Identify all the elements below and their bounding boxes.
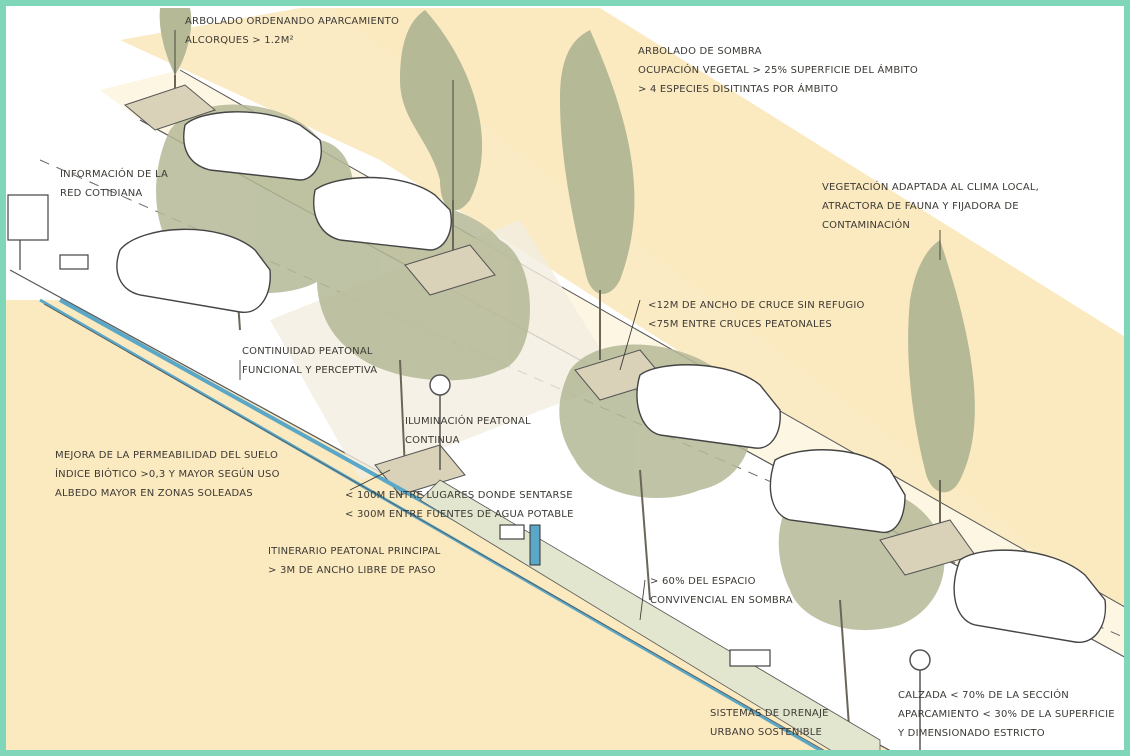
annotation-line: Mejora de la permeabilidad del suelo — [55, 446, 280, 465]
annotation-line: > 3m de ancho libre de paso — [268, 561, 441, 580]
annotation-line: continua — [405, 431, 531, 450]
annotation-line: Sistemas de Drenaje — [710, 704, 829, 723]
annotation-permeabilidad: Mejora de la permeabilidad del suelo Índ… — [55, 446, 280, 503]
annotation-line: Red cotidiana — [60, 184, 168, 203]
water-fountain — [530, 525, 540, 565]
annotation-line: < 100m entre lugares donde sentarse — [345, 486, 574, 505]
annotation-itinerario: Itinerario peatonal principal > 3m de an… — [268, 542, 441, 580]
annotation-line: Vegetación adaptada al clima local, — [822, 178, 1039, 197]
annotation-cruce: <12m de ancho de cruce sin refugio <75m … — [648, 296, 865, 334]
annotation-drenaje: Sistemas de Drenaje Urbano Sostenible — [710, 704, 829, 742]
annotation-sentarse: < 100m entre lugares donde sentarse < 30… — [345, 486, 574, 524]
annotation-line: y dimensionado estricto — [898, 724, 1115, 743]
annotation-arbolado-sombra: Arbolado de sombra Ocupación vegetal > 2… — [638, 42, 918, 99]
annotation-line: Alcorques > 1.2m² — [185, 31, 399, 50]
annotation-line: Índice Biótico >0,3 y mayor según uso — [55, 465, 280, 484]
annotation-line: Continuidad peatonal — [242, 342, 377, 361]
annotation-line: Ocupación vegetal > 25% superficie del á… — [638, 61, 918, 80]
annotation-line: <75m entre cruces peatonales — [648, 315, 865, 334]
annotation-sombra: > 60% del espacio convivencial en sombra — [650, 572, 793, 610]
annotation-line: funcional y perceptiva — [242, 361, 377, 380]
annotation-informacion-red: Información de la Red cotidiana — [60, 165, 168, 203]
annotation-line: atractora de fauna y fijadora de — [822, 197, 1039, 216]
annotation-line: < 300m entre fuentes de agua potable — [345, 505, 574, 524]
annotation-line: <12m de ancho de cruce sin refugio — [648, 296, 865, 315]
annotation-line: Itinerario peatonal principal — [268, 542, 441, 561]
annotation-line: > 4 especies disitintas por ámbito — [638, 80, 918, 99]
annotation-arbolado-aparcamiento: Arbolado ordenando aparcamiento Alcorque… — [185, 12, 399, 50]
annotation-line: Arbolado ordenando aparcamiento — [185, 12, 399, 31]
annotation-line: contaminación — [822, 216, 1039, 235]
annotation-line: Iluminación peatonal — [405, 412, 531, 431]
annotation-line: Calzada < 70% de la sección — [898, 686, 1115, 705]
annotation-line: Información de la — [60, 165, 168, 184]
annotation-line: albedo mayor en zonas soleadas — [55, 484, 280, 503]
annotation-line: convivencial en sombra — [650, 591, 793, 610]
annotation-line: Urbano Sostenible — [710, 723, 829, 742]
annotation-line: Arbolado de sombra — [638, 42, 918, 61]
annotation-iluminacion: Iluminación peatonal continua — [405, 412, 531, 450]
annotation-line: Aparcamiento < 30% de la superficie — [898, 705, 1115, 724]
annotation-continuidad-peatonal: Continuidad peatonal funcional y percept… — [242, 342, 377, 380]
annotation-vegetacion-adaptada: Vegetación adaptada al clima local, atra… — [822, 178, 1039, 235]
annotation-calzada: Calzada < 70% de la sección Aparcamiento… — [898, 686, 1115, 743]
annotation-line: > 60% del espacio — [650, 572, 793, 591]
